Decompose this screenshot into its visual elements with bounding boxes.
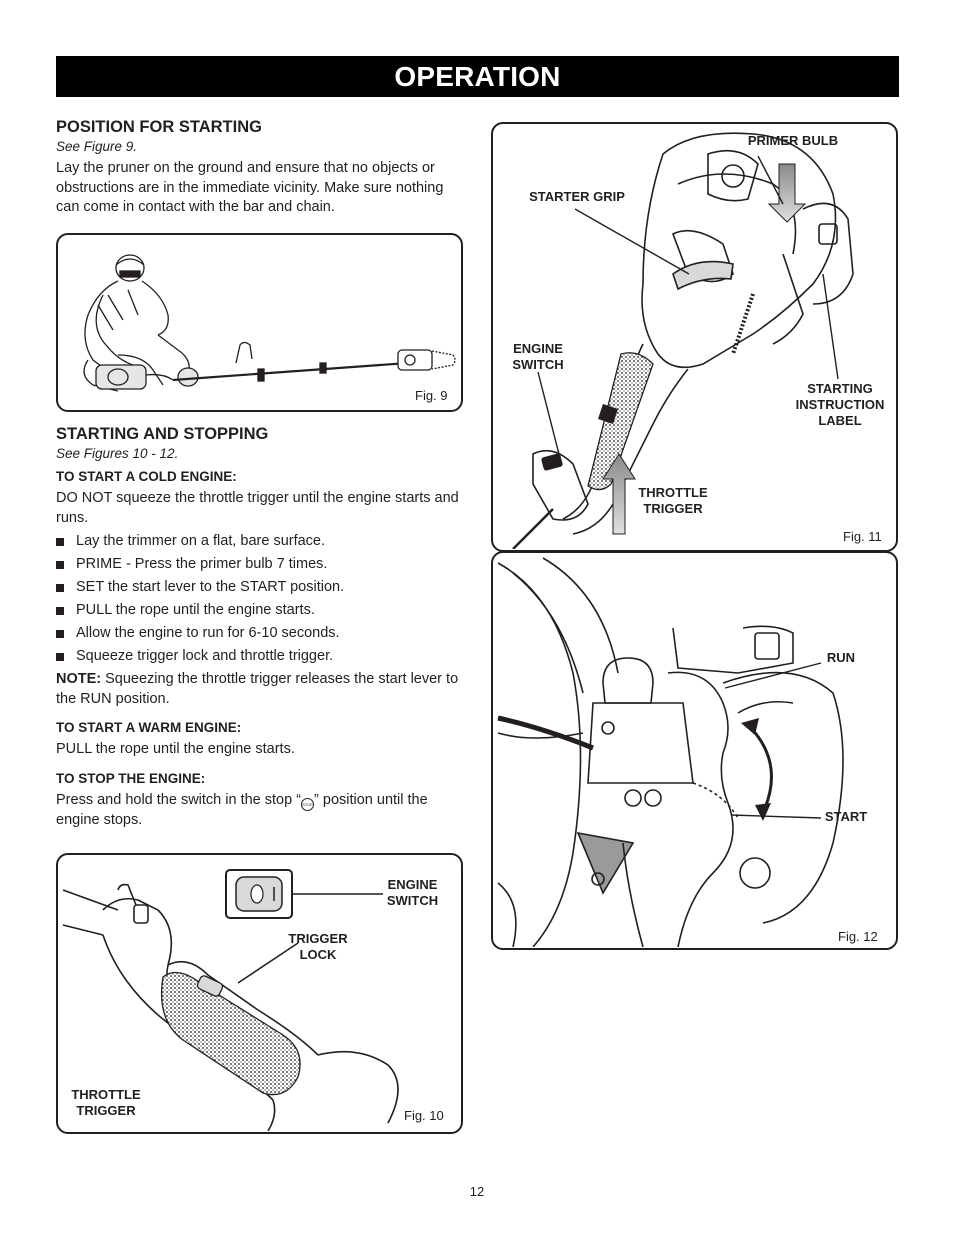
fig10-illustration	[62, 869, 399, 1131]
page-number: 12	[469, 1184, 485, 1199]
position-heading: POSITION FOR STARTING	[56, 118, 262, 136]
fig12-illustration	[497, 557, 844, 947]
starting-heading: STARTING AND STOPPING	[56, 425, 269, 443]
fig9-label: Fig. 9	[415, 388, 448, 403]
note-text: Squeezing the throttle trigger releases …	[56, 671, 459, 707]
warm-engine-text: PULL the rope until the engine starts.	[56, 741, 295, 757]
stop-engine-text: Press and hold the switch in the stop “S…	[56, 791, 466, 831]
position-body: Lay the pruner on the ground and ensure …	[56, 160, 444, 215]
figure-10: ENGINE SWITCH TRIGGER LOCK THROTTLE TRIG…	[56, 853, 463, 1134]
left-column: POSITION FOR STARTING See Figure 9. Lay …	[56, 117, 466, 222]
fig10-trigger-lock-callout: TRIGGER LOCK	[288, 931, 348, 962]
fig11-illustration	[512, 132, 854, 549]
starting-section: STARTING AND STOPPING See Figures 10 - 1…	[56, 424, 466, 834]
stop-icon: STOP	[301, 797, 315, 811]
fig9-illustration	[83, 254, 456, 392]
fig12-start-callout: START	[824, 809, 868, 824]
cold-engine-intro: DO NOT squeeze the throttle trigger unti…	[56, 490, 459, 526]
fig10-label: Fig. 10	[404, 1108, 444, 1123]
position-see-figure: See Figure 9.	[56, 139, 138, 154]
list-item: Lay the trimmer on a flat, bare surface.	[56, 532, 466, 552]
list-item: Squeeze trigger lock and throttle trigge…	[56, 647, 466, 667]
stop-engine-heading: TO STOP THE ENGINE:	[56, 770, 206, 786]
figure-11: PRIMER BULB STARTER GRIP ENGINE SWITCH S…	[491, 122, 898, 552]
warm-engine-heading: TO START A WARM ENGINE:	[56, 720, 242, 735]
list-item: PRIME - Press the primer bulb 7 times.	[56, 555, 466, 575]
stop-text-after: ” position until the engine stops.	[56, 791, 428, 828]
note-paragraph: NOTE:Squeezing the throttle trigger rele…	[56, 670, 466, 709]
starting-see-figures: See Figures 10 - 12.	[56, 446, 179, 461]
fig12-run-callout: RUN	[826, 650, 856, 665]
fig11-starter-grip-callout: STARTER GRIP	[529, 189, 625, 204]
fig11-throttle-trigger-callout: THROTTLE TRIGGER	[638, 485, 708, 516]
list-item: PULL the rope until the engine starts.	[56, 601, 466, 621]
fig12-label: Fig. 12	[838, 929, 878, 944]
list-item: SET the start lever to the START positio…	[56, 578, 466, 598]
stop-text-before: Press and hold the switch in the stop “	[56, 791, 302, 808]
fig11-label: Fig. 11	[843, 529, 882, 544]
note-label: NOTE:	[56, 671, 102, 687]
fig11-engine-switch-callout: ENGINE SWITCH	[512, 341, 564, 372]
figure-9: Fig. 9	[56, 233, 463, 412]
fig10-engine-switch-callout: ENGINE SWITCH	[386, 877, 439, 908]
fig10-throttle-trigger-callout: THROTTLE TRIGGER	[71, 1087, 141, 1118]
fig11-primer-bulb-callout: PRIMER BULB	[747, 133, 839, 148]
list-item: Allow the engine to run for 6-10 seconds…	[56, 624, 466, 644]
figure-12: RUN START Fig. 12	[491, 551, 898, 950]
cold-engine-heading: TO START A COLD ENGINE:	[56, 469, 237, 484]
page-title: OPERATION	[56, 56, 899, 97]
fig11-starting-instruction-label-callout: STARTING INSTRUCTION LABEL	[795, 381, 885, 428]
cold-engine-steps: Lay the trimmer on a flat, bare surface.…	[56, 532, 466, 667]
